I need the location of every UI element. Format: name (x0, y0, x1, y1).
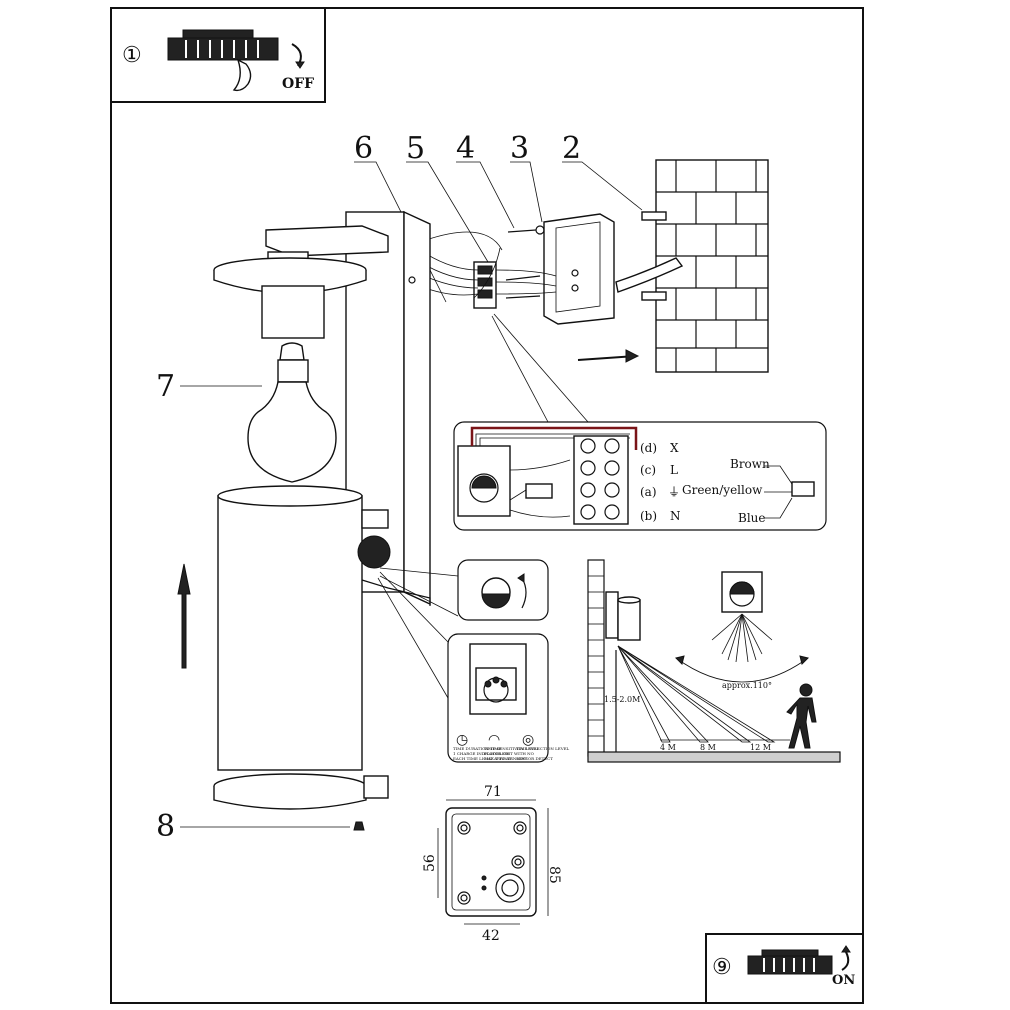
on-label: ON (832, 973, 855, 988)
sens-knob-icon: ◎ (522, 732, 534, 748)
wire-greenyellow-label: Green/yellow (682, 483, 763, 497)
knob-sens-title: TIME SELECTION LEVEL (516, 746, 570, 751)
range-12m: 12 M (750, 743, 771, 752)
knob-time-title: TIME DURATION TIME (453, 746, 501, 751)
range-4m: 4 M (660, 743, 676, 752)
step1-marker: ① (122, 43, 142, 68)
detection-angle-label: approx.110° (722, 681, 772, 690)
callout-7: 7 (156, 369, 175, 404)
knob-lux-title: TIME SENSITIVITY LEVEL (484, 746, 540, 751)
lux-knob-icon: ◠ (488, 732, 500, 748)
callout-3: 3 (510, 131, 529, 166)
knob-lux-line2: FLOODLIGHT WITH NO (484, 751, 535, 756)
terminal-d-symbol: X (670, 441, 679, 455)
callout-4: 4 (456, 131, 475, 166)
dim-height: 85 (546, 866, 562, 884)
knob-time-line3: EACH TIME LIGHT ARRIVES (453, 756, 513, 761)
wiring-diagram-panel: (d) X (c) L (a) ⏚ (b) N Brown Green/yell… (453, 313, 827, 531)
terminal-b-code: (b) (640, 509, 657, 523)
callout-2: 2 (562, 131, 581, 166)
off-label: OFF (282, 76, 314, 92)
terminal-c-symbol: L (670, 463, 678, 477)
mounting-plate (543, 213, 640, 363)
dim-width: 71 (484, 784, 502, 800)
dim-hole-horizontal: 42 (482, 928, 500, 944)
detection-range-diagram: 1.5-2.0M 4 M 8 M 12 M approx.110° (587, 559, 841, 763)
knob-sens-line3: SENSOR DETECT (516, 756, 553, 761)
walking-person-icon (786, 683, 817, 749)
bottom-ring (213, 773, 389, 831)
sensor-rotation-panel (379, 559, 549, 621)
wire-blue-label: Blue (738, 511, 766, 525)
callout-6: 6 (354, 131, 373, 166)
terminal-a-code: (a) (640, 485, 657, 499)
knob-lux-line3: MAX T TO AT NIGHT (484, 756, 528, 761)
range-8m: 8 M (700, 743, 716, 752)
light-bulb (247, 342, 337, 483)
dim-hole-vertical: 56 (422, 854, 438, 872)
brick-wall (615, 159, 769, 373)
terminal-d-code: (d) (640, 441, 657, 455)
outer-frame (110, 7, 864, 1004)
mounting-height-label: 1.5-2.0M (604, 695, 640, 704)
callout-5: 5 (406, 131, 425, 166)
time-knob-icon: ◷ (456, 732, 468, 748)
terminal-block (419, 231, 557, 309)
terminal-strip (573, 435, 629, 525)
sensor-controls-panel: ◷ ◠ ◎ TIME DURATION TIME 1 CHARGE INDICA… (377, 571, 570, 763)
step1-switch-off-panel: ① OFF (110, 7, 326, 103)
breaker-off-icon (167, 29, 305, 92)
step9-switch-on-panel: ⑨ ON (705, 933, 864, 1004)
callout-8: 8 (156, 809, 175, 844)
wire-brown-label: Brown (730, 457, 770, 471)
base-dimension-drawing: 71 85 56 42 (422, 784, 562, 944)
knob-time-line2: 1 CHARGE INDICATOR ON (453, 751, 510, 756)
screw-set (505, 225, 545, 299)
breaker-on-icon (747, 945, 851, 975)
terminal-c-code: (c) (640, 463, 656, 477)
terminal-b-symbol: N (670, 509, 681, 523)
earth-icon: ⏚ (668, 485, 680, 499)
step9-marker: ⑨ (712, 955, 732, 980)
lamp-cylinder (177, 485, 431, 771)
